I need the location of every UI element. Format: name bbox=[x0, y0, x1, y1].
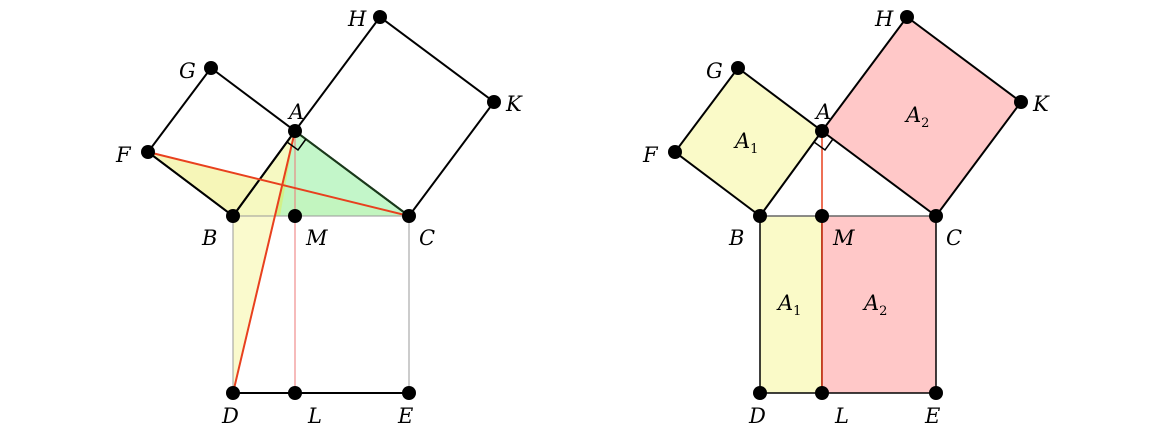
point-e bbox=[402, 386, 416, 400]
label-g: G bbox=[179, 59, 196, 83]
label-a: A bbox=[287, 100, 304, 124]
label-c: C bbox=[946, 226, 962, 250]
label-e: E bbox=[397, 404, 413, 428]
point-b bbox=[753, 209, 767, 223]
label-h: H bbox=[874, 7, 894, 31]
point-g bbox=[731, 61, 745, 75]
label-e: E bbox=[924, 404, 940, 428]
point-k bbox=[487, 95, 501, 109]
red-line-ad bbox=[232, 130, 296, 394]
point-f bbox=[668, 145, 682, 159]
label-f: F bbox=[642, 143, 659, 167]
area-label-left-rect: A1 bbox=[776, 291, 801, 319]
area-label-right-rect: A2 bbox=[862, 291, 887, 319]
point-l bbox=[815, 386, 829, 400]
label-b: B bbox=[201, 226, 217, 250]
label-k: K bbox=[1032, 92, 1050, 116]
left-points bbox=[141, 10, 501, 400]
label-d: D bbox=[221, 404, 239, 428]
right-angle-marker bbox=[286, 138, 307, 152]
point-l bbox=[288, 386, 302, 400]
label-c: C bbox=[419, 226, 435, 250]
point-b bbox=[226, 209, 240, 223]
label-l: L bbox=[307, 404, 322, 428]
point-c bbox=[402, 209, 416, 223]
label-f: F bbox=[115, 143, 132, 167]
label-b: B bbox=[728, 226, 744, 250]
point-h bbox=[900, 10, 914, 24]
point-a bbox=[288, 124, 302, 138]
label-d: D bbox=[748, 404, 766, 428]
point-m bbox=[815, 209, 829, 223]
edge-ac bbox=[294, 130, 410, 217]
left-figure: A B C D E F G H K L M bbox=[115, 7, 523, 428]
point-k bbox=[1014, 95, 1028, 109]
right-points bbox=[668, 10, 1028, 400]
label-k: K bbox=[505, 92, 523, 116]
label-h: H bbox=[347, 7, 367, 31]
label-m: M bbox=[832, 226, 855, 250]
red-line-fc bbox=[147, 151, 410, 217]
point-d bbox=[226, 386, 240, 400]
point-c bbox=[929, 209, 943, 223]
right-figure: A B C D E F G H K L M A1 A2 A1 A2 bbox=[642, 7, 1050, 428]
point-f bbox=[141, 145, 155, 159]
area-label-small-square: A1 bbox=[733, 129, 758, 157]
edge-fb bbox=[147, 151, 234, 217]
point-m bbox=[288, 209, 302, 223]
area-label-large-square: A2 bbox=[904, 103, 929, 131]
label-g: G bbox=[706, 59, 723, 83]
point-e bbox=[929, 386, 943, 400]
label-a: A bbox=[814, 100, 831, 124]
point-a bbox=[815, 124, 829, 138]
edge-ab bbox=[232, 130, 296, 217]
right-angle-marker-right bbox=[813, 138, 834, 152]
label-l: L bbox=[834, 404, 849, 428]
point-d bbox=[753, 386, 767, 400]
point-g bbox=[204, 61, 218, 75]
point-h bbox=[373, 10, 387, 24]
label-m: M bbox=[305, 226, 328, 250]
